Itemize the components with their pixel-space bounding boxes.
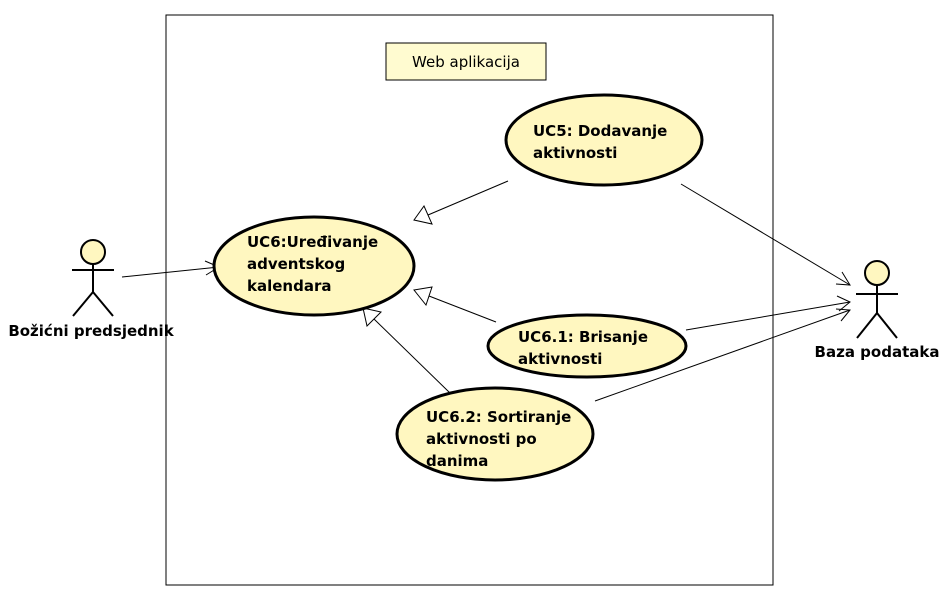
use-case-label-line: aktivnosti — [518, 350, 602, 368]
use-case-ellipse — [504, 93, 704, 187]
association-uc5-baza — [680, 183, 851, 286]
use-case-ellipse — [212, 215, 416, 317]
use-case-label-line: aktivnosti po — [426, 430, 537, 448]
generalization-arrowhead — [362, 307, 382, 327]
use-case-label: UC6.1: Brisanje aktivnosti — [518, 328, 653, 368]
use-case-label: UC6:Uređivanje adventskog kalendara — [247, 233, 383, 295]
association-arrowhead — [836, 295, 851, 312]
actor-leg-left — [856, 312, 878, 339]
association-bozicni-uc6 — [121, 266, 220, 278]
actor-head — [80, 239, 106, 265]
association-arrowhead — [835, 308, 851, 322]
connectors — [121, 180, 851, 402]
use-case-label-line: adventskog — [247, 255, 345, 273]
use-case-uc6: UC6:Uređivanje adventskog kalendara — [212, 215, 416, 317]
use-case-label-line: UC6.2: Sortiranje — [426, 408, 571, 426]
actor-baza-podataka — [856, 260, 898, 339]
actor-leg-left — [72, 291, 94, 317]
use-case-label-line: aktivnosti — [533, 144, 617, 162]
use-case-label: UC6.2: Sortiranje aktivnosti po danima — [426, 408, 577, 470]
use-case-label-line: UC5: Dodavanje — [533, 122, 667, 140]
actor-leg-right — [92, 291, 114, 317]
use-case-label: UC5: Dodavanje aktivnosti — [533, 122, 673, 162]
system-label-box — [385, 42, 547, 81]
use-case-uc6-1: UC6.1: Brisanje aktivnosti — [486, 313, 688, 379]
use-case-label-line: kalendara — [247, 277, 331, 295]
association-arrowhead — [835, 271, 851, 286]
system-label-text: Web aplikacija — [412, 53, 520, 71]
actor-label-baza-podataka: Baza podataka — [815, 343, 940, 361]
generalization-arrowhead — [413, 204, 433, 225]
generalization-uc61-uc6 — [428, 295, 497, 323]
actor-head — [864, 260, 890, 286]
use-case-uc6-2: UC6.2: Sortiranje aktivnosti po danima — [395, 386, 595, 482]
use-case-label-line: UC6:Uređivanje — [247, 233, 378, 251]
generalization-arrowhead — [413, 286, 433, 307]
generalization-uc5-uc6 — [427, 180, 509, 216]
association-uc62-baza — [594, 309, 851, 402]
use-case-ellipse — [395, 386, 595, 482]
use-case-uc5: UC5: Dodavanje aktivnosti — [504, 93, 704, 187]
actor-bozicni-predsjednik — [72, 239, 114, 317]
association-uc61-baza — [685, 301, 851, 331]
actor-leg-right — [876, 312, 898, 339]
generalization-uc62-uc6 — [373, 318, 451, 394]
use-case-ellipse — [486, 313, 688, 379]
system-label: Web aplikacija — [385, 42, 547, 81]
use-case-label-line: UC6.1: Brisanje — [518, 328, 648, 346]
use-case-label-line: danima — [426, 452, 488, 470]
actor-label-bozicni-predsjednik: Božićni predsjednik — [8, 322, 174, 340]
